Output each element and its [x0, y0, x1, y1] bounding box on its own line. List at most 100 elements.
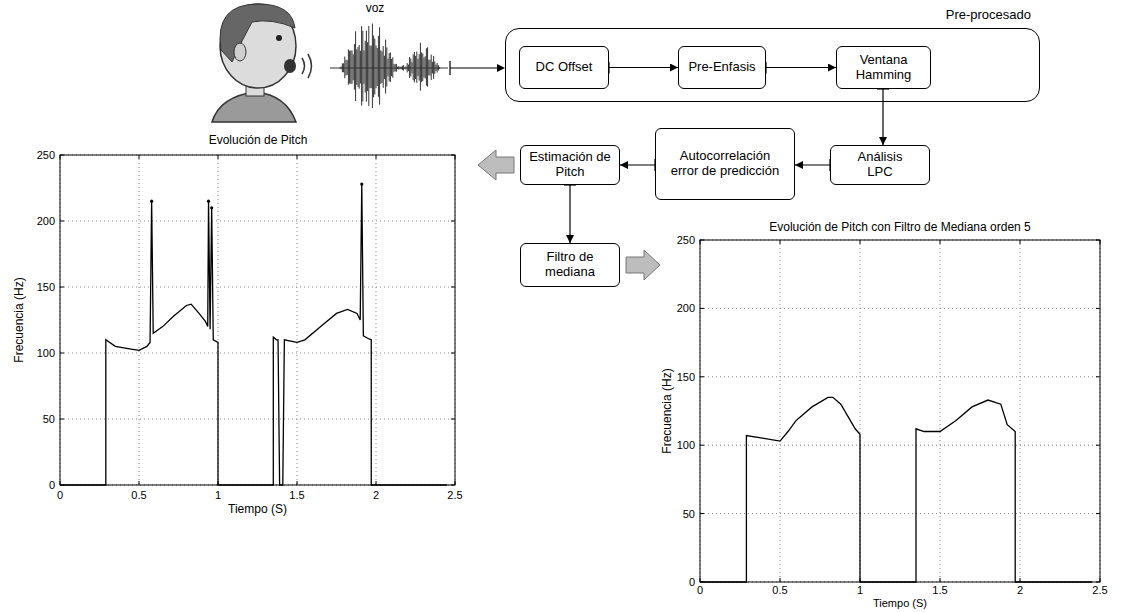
tick-label: 150: [37, 281, 55, 294]
tick-label: 200: [677, 302, 695, 315]
pitch-chart: [60, 155, 455, 485]
arrowhead: [497, 64, 505, 72]
tick: [297, 481, 298, 485]
tick-label: 0: [49, 479, 55, 492]
tick: [451, 419, 455, 420]
waveform-stroke: [384, 56, 385, 79]
tick: [451, 353, 455, 354]
box-label: Filtro de mediana: [534, 250, 606, 280]
tick: [1096, 376, 1100, 377]
box-label: Análisis LPC: [849, 150, 911, 180]
waveform-stroke: [354, 44, 355, 90]
waveform-stroke: [365, 41, 366, 93]
box-label: Estimación de Pitch: [529, 150, 611, 180]
connector-arrow: [766, 67, 836, 68]
grid-line: [700, 445, 1100, 446]
waveform-stroke: [368, 26, 369, 106]
tick: [940, 240, 941, 244]
axes-box: [700, 240, 1100, 582]
tick-label: 1.5: [289, 489, 304, 502]
waveform-axis: [330, 68, 448, 69]
waveform-stroke: [360, 51, 361, 84]
waveform-stroke: [380, 50, 381, 84]
tick: [860, 240, 861, 244]
tick-label: 2.5: [1092, 584, 1107, 597]
chart-title: Evolución de Pitch: [209, 134, 308, 148]
head: [220, 4, 296, 88]
connector-arrow: [609, 67, 678, 68]
axis-label: Tiempo (S): [873, 597, 927, 610]
grid-line: [60, 287, 455, 288]
waveform: [330, 24, 448, 108]
peak-dot: [210, 206, 213, 209]
tick-label: 0.5: [131, 489, 146, 502]
group-heading: Pre-procesado: [946, 8, 1031, 23]
waveform-stroke: [385, 40, 386, 94]
waveform-stroke: [377, 48, 378, 86]
tick: [60, 221, 64, 222]
waveform-stroke: [383, 46, 384, 88]
input-line: [450, 61, 497, 75]
tick: [940, 578, 941, 582]
tick: [1096, 445, 1100, 446]
tick-label: 2: [1017, 584, 1023, 597]
waveform-stroke: [413, 54, 414, 80]
waveform-stroke: [374, 39, 375, 95]
tick-label: 50: [43, 413, 55, 426]
tick-label: 100: [677, 439, 695, 452]
ear: [234, 43, 246, 61]
waveform-stroke: [355, 31, 356, 101]
tick-label: 1: [857, 584, 863, 597]
hair: [220, 4, 295, 62]
pitch-chart: [700, 240, 1100, 582]
axis-label: Frecuencia (Hz): [661, 368, 675, 453]
pitch-curve: [700, 397, 1092, 582]
tick: [218, 155, 219, 159]
tick-label: 2.5: [447, 489, 462, 502]
waveform-stroke: [361, 26, 362, 105]
mouth: [284, 59, 296, 73]
block-arrow: [478, 150, 514, 180]
waveform-stroke: [431, 55, 432, 80]
charts: [60, 155, 1100, 582]
connector-arrow: [620, 164, 655, 165]
tick-label: 200: [37, 215, 55, 228]
waveform-stroke: [424, 57, 425, 77]
process-box: Ventana Hamming: [836, 46, 931, 89]
tick: [60, 419, 64, 420]
waveform-stroke: [364, 50, 365, 84]
tick: [780, 578, 781, 582]
box-label: Pre-Enfasis: [688, 60, 755, 75]
tick-label: 250: [677, 234, 695, 247]
waveform-stroke: [376, 45, 377, 88]
waveform-stroke: [382, 51, 383, 83]
tick: [60, 353, 64, 354]
waveform-stroke: [359, 45, 360, 89]
process-box: Análisis LPC: [830, 145, 930, 185]
tick: [451, 221, 455, 222]
waveform-stroke: [414, 52, 415, 82]
axis-label: Tiempo (S): [228, 503, 287, 517]
connector-arrow: [569, 185, 570, 243]
waveform-stroke: [352, 50, 353, 83]
waveform-stroke: [420, 43, 421, 91]
process-box: Filtro de mediana: [520, 243, 620, 287]
peak-dot: [360, 182, 363, 185]
tick: [139, 481, 140, 485]
signal-label: voz: [366, 2, 385, 16]
waveform-stroke: [425, 56, 426, 78]
tick-label: 150: [677, 370, 695, 383]
grid-line: [60, 419, 455, 420]
waveform-stroke: [372, 24, 373, 108]
waveform-stroke: [344, 57, 345, 79]
tick: [297, 155, 298, 159]
process-box: DC Offset: [519, 46, 609, 89]
tick-label: 50: [683, 507, 695, 520]
tick: [451, 287, 455, 288]
tick-label: 100: [37, 347, 55, 360]
tick-label: 0: [697, 584, 703, 597]
grid-line: [700, 308, 1100, 309]
waveform-stroke: [358, 47, 359, 87]
eye: [276, 35, 282, 41]
